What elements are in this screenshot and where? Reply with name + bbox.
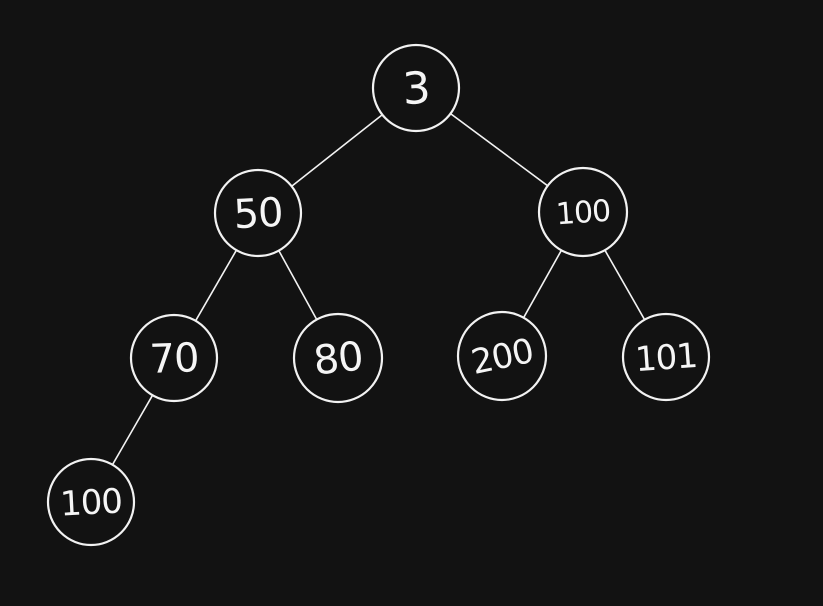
node-circle	[129, 313, 219, 403]
nodes-layer: 3 50 100 70 80 200 101 100	[46, 43, 711, 547]
node-label: 100	[59, 481, 123, 524]
node-label: 3	[401, 63, 431, 115]
node-label: 70	[149, 335, 199, 383]
edge-n1-n3	[194, 249, 238, 322]
edge-n1-n4	[277, 249, 318, 321]
tree-node: 100	[46, 457, 136, 547]
node-label: 50	[232, 190, 283, 238]
node-circle	[213, 168, 303, 258]
node-circle	[46, 457, 136, 547]
tree-node: 70	[129, 313, 219, 403]
tree-node: 101	[621, 312, 711, 402]
node-circle	[371, 43, 461, 133]
node-circle	[456, 310, 548, 402]
node-label: 100	[555, 194, 612, 233]
node-circle	[537, 166, 629, 258]
edges-layer	[111, 112, 646, 466]
tree-node: 100	[537, 166, 629, 258]
tree-node: 3	[371, 43, 461, 133]
node-circle	[621, 312, 711, 402]
edge-n2-n6	[604, 249, 646, 321]
edge-n0-n2	[449, 112, 549, 187]
node-circle	[292, 312, 384, 404]
edge-n0-n1	[290, 113, 384, 188]
node-label: 101	[634, 336, 699, 380]
edge-n3-n7	[111, 394, 154, 466]
tree-node: 200	[456, 310, 548, 402]
tree-node: 50	[213, 168, 303, 258]
node-label: 80	[311, 334, 364, 385]
tree-node: 80	[292, 312, 384, 404]
edge-n2-n5	[522, 249, 563, 319]
